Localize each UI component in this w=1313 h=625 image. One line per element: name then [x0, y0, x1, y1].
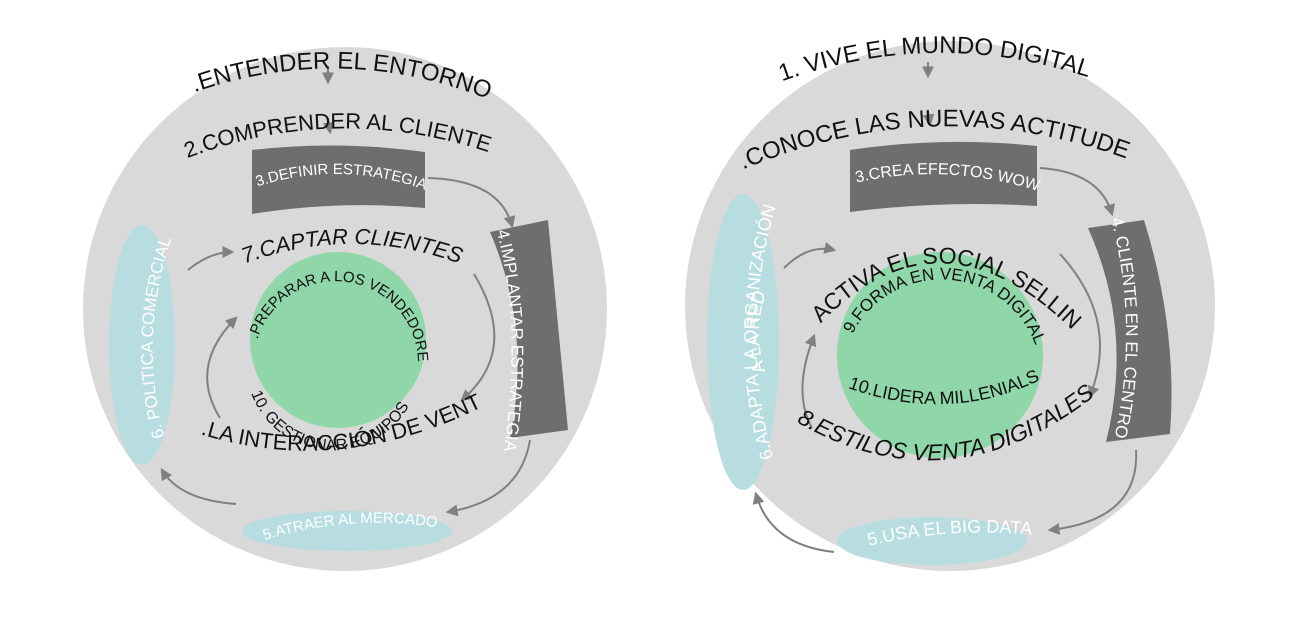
left-strategy-box — [252, 145, 425, 214]
left-policy-oval — [109, 225, 175, 465]
right-arrow-5-6 — [752, 491, 835, 553]
left-arrow-4-5 — [445, 439, 531, 517]
right-wow-box — [850, 141, 1037, 212]
right-arrow-7-8 — [1059, 253, 1101, 399]
right-bigdata-oval — [837, 517, 1027, 565]
right-arrow-8-9 — [801, 333, 817, 429]
left-arrows — [160, 66, 531, 517]
left-arrow-5-6 — [160, 467, 237, 505]
right-green-circle — [837, 252, 1043, 458]
right-arrow-2-3 — [922, 111, 935, 127]
left-diagram: 1.ENTENDER EL ENTORNO 2.COMPRENDER AL CL… — [0, 0, 607, 571]
left-arrow-8-9 — [206, 316, 238, 419]
right-arrows — [752, 62, 1138, 553]
right-arrow-6-7 — [783, 241, 837, 269]
left-arrow-2-3 — [322, 117, 335, 135]
right-org-oval — [707, 194, 779, 490]
right-arrow-4-5 — [1047, 449, 1138, 535]
right-client-box — [1088, 220, 1172, 442]
left-arrow-6-7 — [187, 246, 235, 271]
left-market-oval — [242, 511, 452, 551]
right-arrow-3-4 — [1039, 167, 1116, 217]
left-arrow-3-4 — [427, 177, 516, 229]
left-arrow-7-8 — [460, 273, 496, 402]
left-green-circle — [250, 252, 426, 428]
left-implement-box — [490, 220, 568, 438]
